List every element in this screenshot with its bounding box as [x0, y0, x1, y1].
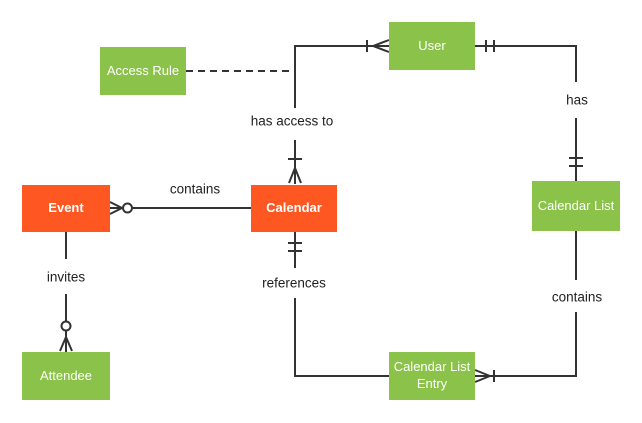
crow-foot-many-icon: [372, 39, 390, 53]
connector-has-access-to: [288, 39, 390, 184]
connector-invites: [59, 232, 73, 352]
relationship-label-event-contains: contains: [167, 181, 223, 197]
cardinality-exactly-one-icon: [569, 157, 583, 167]
cardinality-exactly-one-icon: [485, 40, 495, 52]
connector-line: [475, 45, 577, 82]
entity-event-label: Event: [48, 200, 84, 216]
crow-foot-many-icon: [59, 330, 73, 352]
connector-references: [288, 232, 389, 377]
cardinality-zero-icon: [60, 320, 72, 332]
entity-calendar-list-label: Calendar List: [537, 197, 615, 213]
entity-event[interactable]: Event: [22, 185, 110, 232]
crow-foot-many-icon: [474, 369, 491, 383]
entity-calendar[interactable]: Calendar: [251, 185, 337, 232]
connector-list-contains: [474, 231, 577, 383]
connector-line: [294, 298, 389, 377]
relationship-label-references: references: [260, 275, 328, 291]
entity-access-rule[interactable]: Access Rule: [100, 47, 186, 95]
relationship-label-has-access-to: has access to: [248, 113, 336, 129]
entity-user-label: User: [418, 37, 446, 53]
cardinality-exactly-one-icon: [288, 242, 302, 252]
entity-user[interactable]: User: [389, 22, 475, 70]
cardinality-zero-icon: [122, 202, 133, 214]
entity-calendar-list[interactable]: Calendar List: [532, 181, 620, 231]
connector-has: [475, 40, 583, 181]
entity-calendar-label: Calendar: [266, 200, 322, 216]
relationship-label-has: has: [564, 92, 590, 108]
entity-attendee-label: Attendee: [39, 367, 93, 383]
crow-foot-many-icon: [109, 201, 123, 215]
connector-event-contains: [109, 201, 251, 215]
entity-attendee[interactable]: Attendee: [22, 352, 110, 400]
relationship-label-invites: invites: [44, 269, 88, 285]
crow-foot-many-icon: [288, 167, 302, 184]
connector-line: [475, 312, 577, 377]
entity-access-rule-label: Access Rule: [106, 62, 180, 78]
entity-calendar-list-entry[interactable]: Calendar List Entry: [389, 352, 475, 400]
connector-line: [294, 45, 389, 108]
relationship-label-list-contains: contains: [549, 289, 605, 305]
entity-calendar-list-entry-label: Calendar List Entry: [393, 359, 471, 391]
